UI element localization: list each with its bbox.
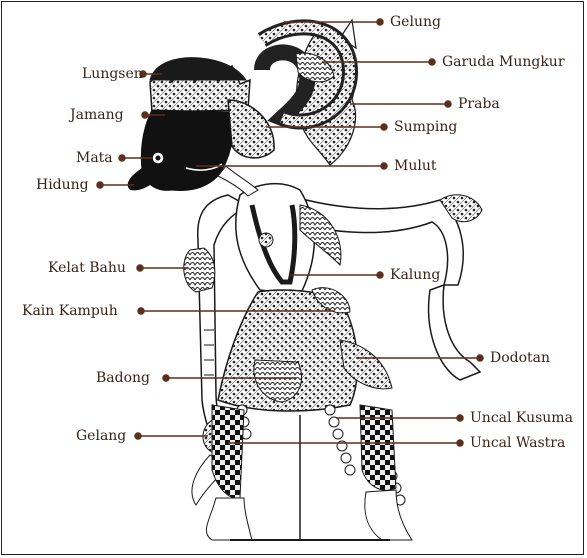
label-hidung: Hidung (36, 177, 89, 193)
front-leg (212, 405, 244, 498)
label-lungsen: Lungsen (82, 66, 143, 82)
label-uncal-wastra: Uncal Wastra (470, 435, 565, 451)
label-gelung: Gelung (390, 14, 441, 30)
face (141, 110, 233, 190)
label-kelat-bahu: Kelat Bahu (48, 260, 126, 276)
sumping-ornament (228, 100, 274, 158)
label-gelang: Gelang (76, 428, 126, 444)
label-sumping: Sumping (394, 119, 457, 135)
label-dodotan: Dodotan (490, 350, 550, 366)
kelat-bahu-ornament (184, 248, 215, 292)
lungsen (150, 58, 246, 80)
label-mulut: Mulut (394, 158, 436, 174)
label-kain-kampuh: Kain Kampuh (22, 303, 118, 319)
label-uncal-kusuma: Uncal Kusuma (470, 410, 573, 426)
torso (236, 184, 315, 295)
label-mata: Mata (76, 150, 113, 166)
label-badong: Badong (96, 370, 150, 386)
label-kalung: Kalung (390, 267, 440, 283)
label-praba: Praba (458, 96, 500, 112)
label-garuda-mungkur: Garuda Mungkur (442, 54, 565, 70)
label-jamang: Jamang (70, 107, 124, 123)
